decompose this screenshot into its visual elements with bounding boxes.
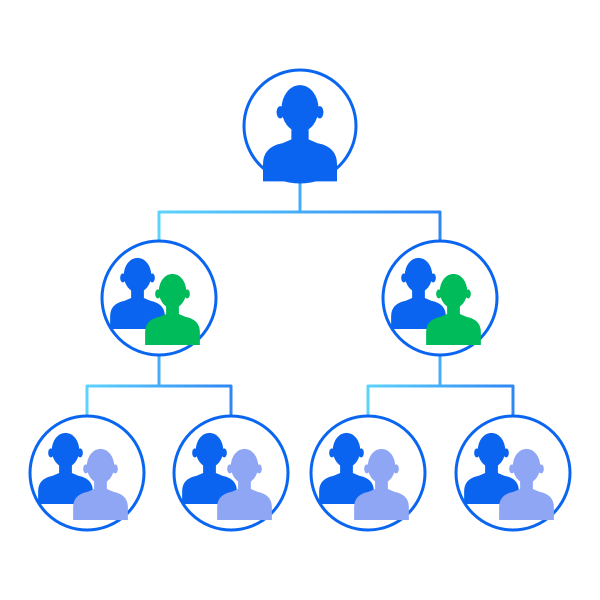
node-manager-right (381, 239, 499, 357)
nodes (28, 68, 572, 532)
connector-root (157, 182, 442, 241)
connectors (85, 182, 515, 416)
node-team-1 (28, 414, 146, 532)
node-root (242, 68, 358, 184)
node-manager-left (100, 239, 218, 357)
connector-manager-right (366, 355, 515, 416)
node-team-2 (172, 414, 290, 532)
node-team-3 (309, 414, 427, 532)
node-team-4 (454, 414, 572, 532)
connector-manager-left (85, 355, 233, 416)
